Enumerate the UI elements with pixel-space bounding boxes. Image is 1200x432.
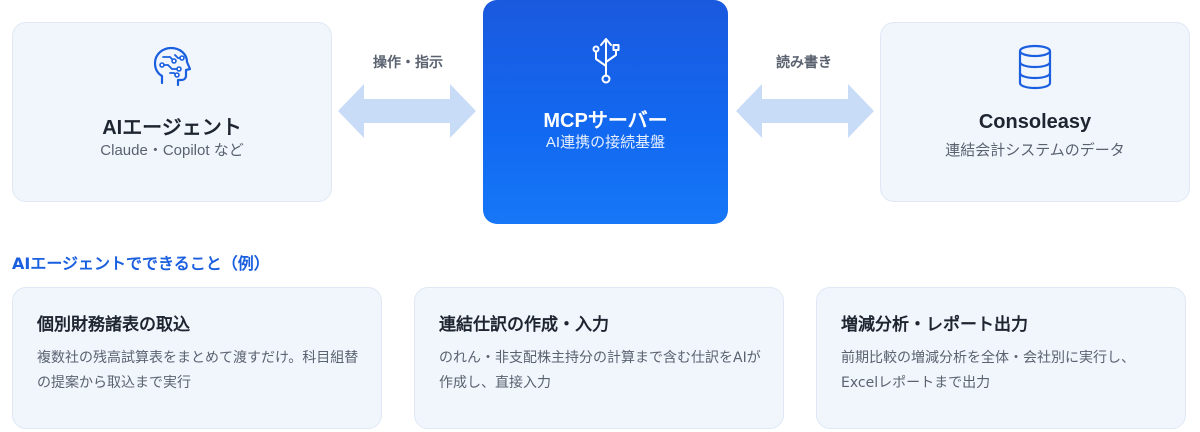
consoleasy-subtitle: 連結会計システムのデータ: [945, 142, 1125, 159]
left-arrow-label: 操作・指示: [373, 55, 443, 71]
left-double-arrow: [338, 84, 476, 138]
consoleasy-title: Consoleasy: [978, 111, 1092, 133]
mcp-server-title: MCPサーバー: [543, 110, 668, 132]
example-card-title: 増減分析・レポート出力: [841, 315, 1028, 335]
ai-head-icon: [153, 46, 192, 87]
consoleasy-node: Consoleasy 連結会計システムのデータ: [880, 22, 1190, 202]
database-icon: [1018, 44, 1052, 90]
ai-agent-node: AIエージェント Claude・Copilot など: [12, 22, 332, 202]
example-card: 増減分析・レポート出力 前期比較の増減分析を全体・会社別に実行し、Excelレポ…: [816, 287, 1186, 429]
mcp-server-node: MCPサーバー AI連携の接続基盤: [483, 0, 728, 224]
example-card-title: 連結仕訳の作成・入力: [439, 315, 609, 335]
example-card-desc: 前期比較の増減分析を全体・会社別に実行し、Excelレポートまで出力: [841, 350, 1135, 391]
right-arrow-label: 読み書き: [776, 55, 832, 71]
example-card-desc: 複数社の残高試算表をまとめて渡すだけ。科目組替の提案から取込まで実行: [37, 350, 359, 391]
example-card: 連結仕訳の作成・入力 のれん・非支配株主持分の計算まで含む仕訳をAIが作成し、直…: [414, 287, 784, 429]
usb-icon: [592, 38, 619, 84]
example-card-title: 個別財務諸表の取込: [37, 315, 190, 335]
ai-agent-title: AIエージェント: [102, 117, 242, 139]
mcp-server-subtitle: AI連携の接続基盤: [545, 134, 666, 151]
examples-section-title: AIエージェントでできること（例）: [12, 254, 270, 273]
example-card-desc: のれん・非支配株主持分の計算まで含む仕訳をAIが作成し、直接入力: [439, 350, 761, 391]
ai-agent-subtitle: Claude・Copilot など: [100, 142, 244, 159]
right-double-arrow: [736, 84, 874, 138]
example-card: 個別財務諸表の取込 複数社の残高試算表をまとめて渡すだけ。科目組替の提案から取込…: [12, 287, 382, 429]
